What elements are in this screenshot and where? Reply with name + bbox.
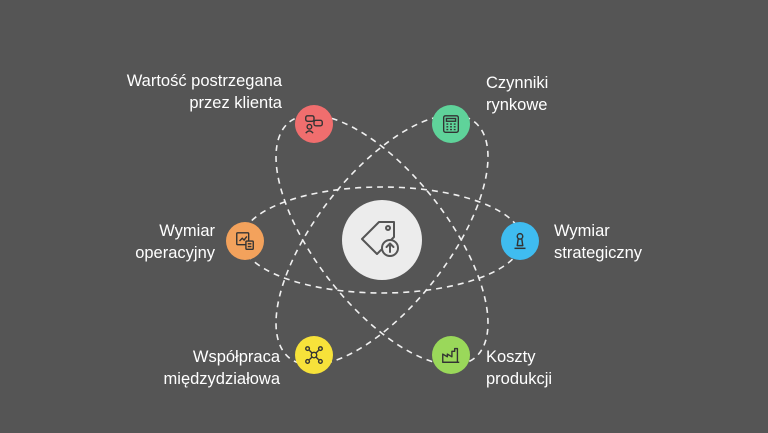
label-market-factors: Czynniki rynkowe <box>486 72 606 116</box>
orbit-diagonal-right <box>275 114 489 366</box>
label-market-factors-line1: Czynniki <box>486 74 549 92</box>
people-chat-icon <box>305 115 323 134</box>
node-perceived-value <box>295 105 333 143</box>
network-icon <box>305 346 323 364</box>
node-market-factors <box>432 105 470 143</box>
factory-icon <box>442 347 460 364</box>
label-strategic-dimension-line2: strategiczny <box>554 244 643 262</box>
label-perceived-value: Wartość postrzegana przez klienta <box>110 70 282 114</box>
label-operational-dimension-line1: Wymiar <box>159 222 215 240</box>
label-cross-department: Współpraca międzydziałowa <box>120 346 280 390</box>
price-tag-up-arrow-icon <box>361 221 399 257</box>
label-market-factors-line2: rynkowe <box>486 96 548 114</box>
node-cross-department <box>295 336 333 374</box>
label-strategic-dimension: Wymiar strategiczny <box>554 220 684 264</box>
label-production-costs: Koszty produkcji <box>486 346 596 390</box>
node-operational-dimension <box>226 222 264 260</box>
label-production-costs-line1: Koszty <box>486 348 536 366</box>
label-strategic-dimension-line1: Wymiar <box>554 222 610 240</box>
label-production-costs-line2: produkcji <box>486 370 553 388</box>
label-cross-department-line1: Współpraca <box>192 348 280 366</box>
center-hub <box>342 200 422 280</box>
node-strategic-dimension <box>501 222 539 260</box>
label-operational-dimension: Wymiar operacyjny <box>100 220 215 264</box>
calculator-icon <box>442 115 460 133</box>
label-cross-department-line2: międzydziałowa <box>163 370 280 388</box>
label-perceived-value-line2: przez klienta <box>189 94 282 112</box>
chart-calculator-icon <box>236 232 254 250</box>
node-production-costs <box>432 336 470 374</box>
orbit-diagonal-left <box>275 114 489 366</box>
chess-pawn-icon <box>514 232 526 250</box>
label-perceived-value-line1: Wartość postrzegana <box>126 72 282 90</box>
label-operational-dimension-line2: operacyjny <box>135 244 215 262</box>
